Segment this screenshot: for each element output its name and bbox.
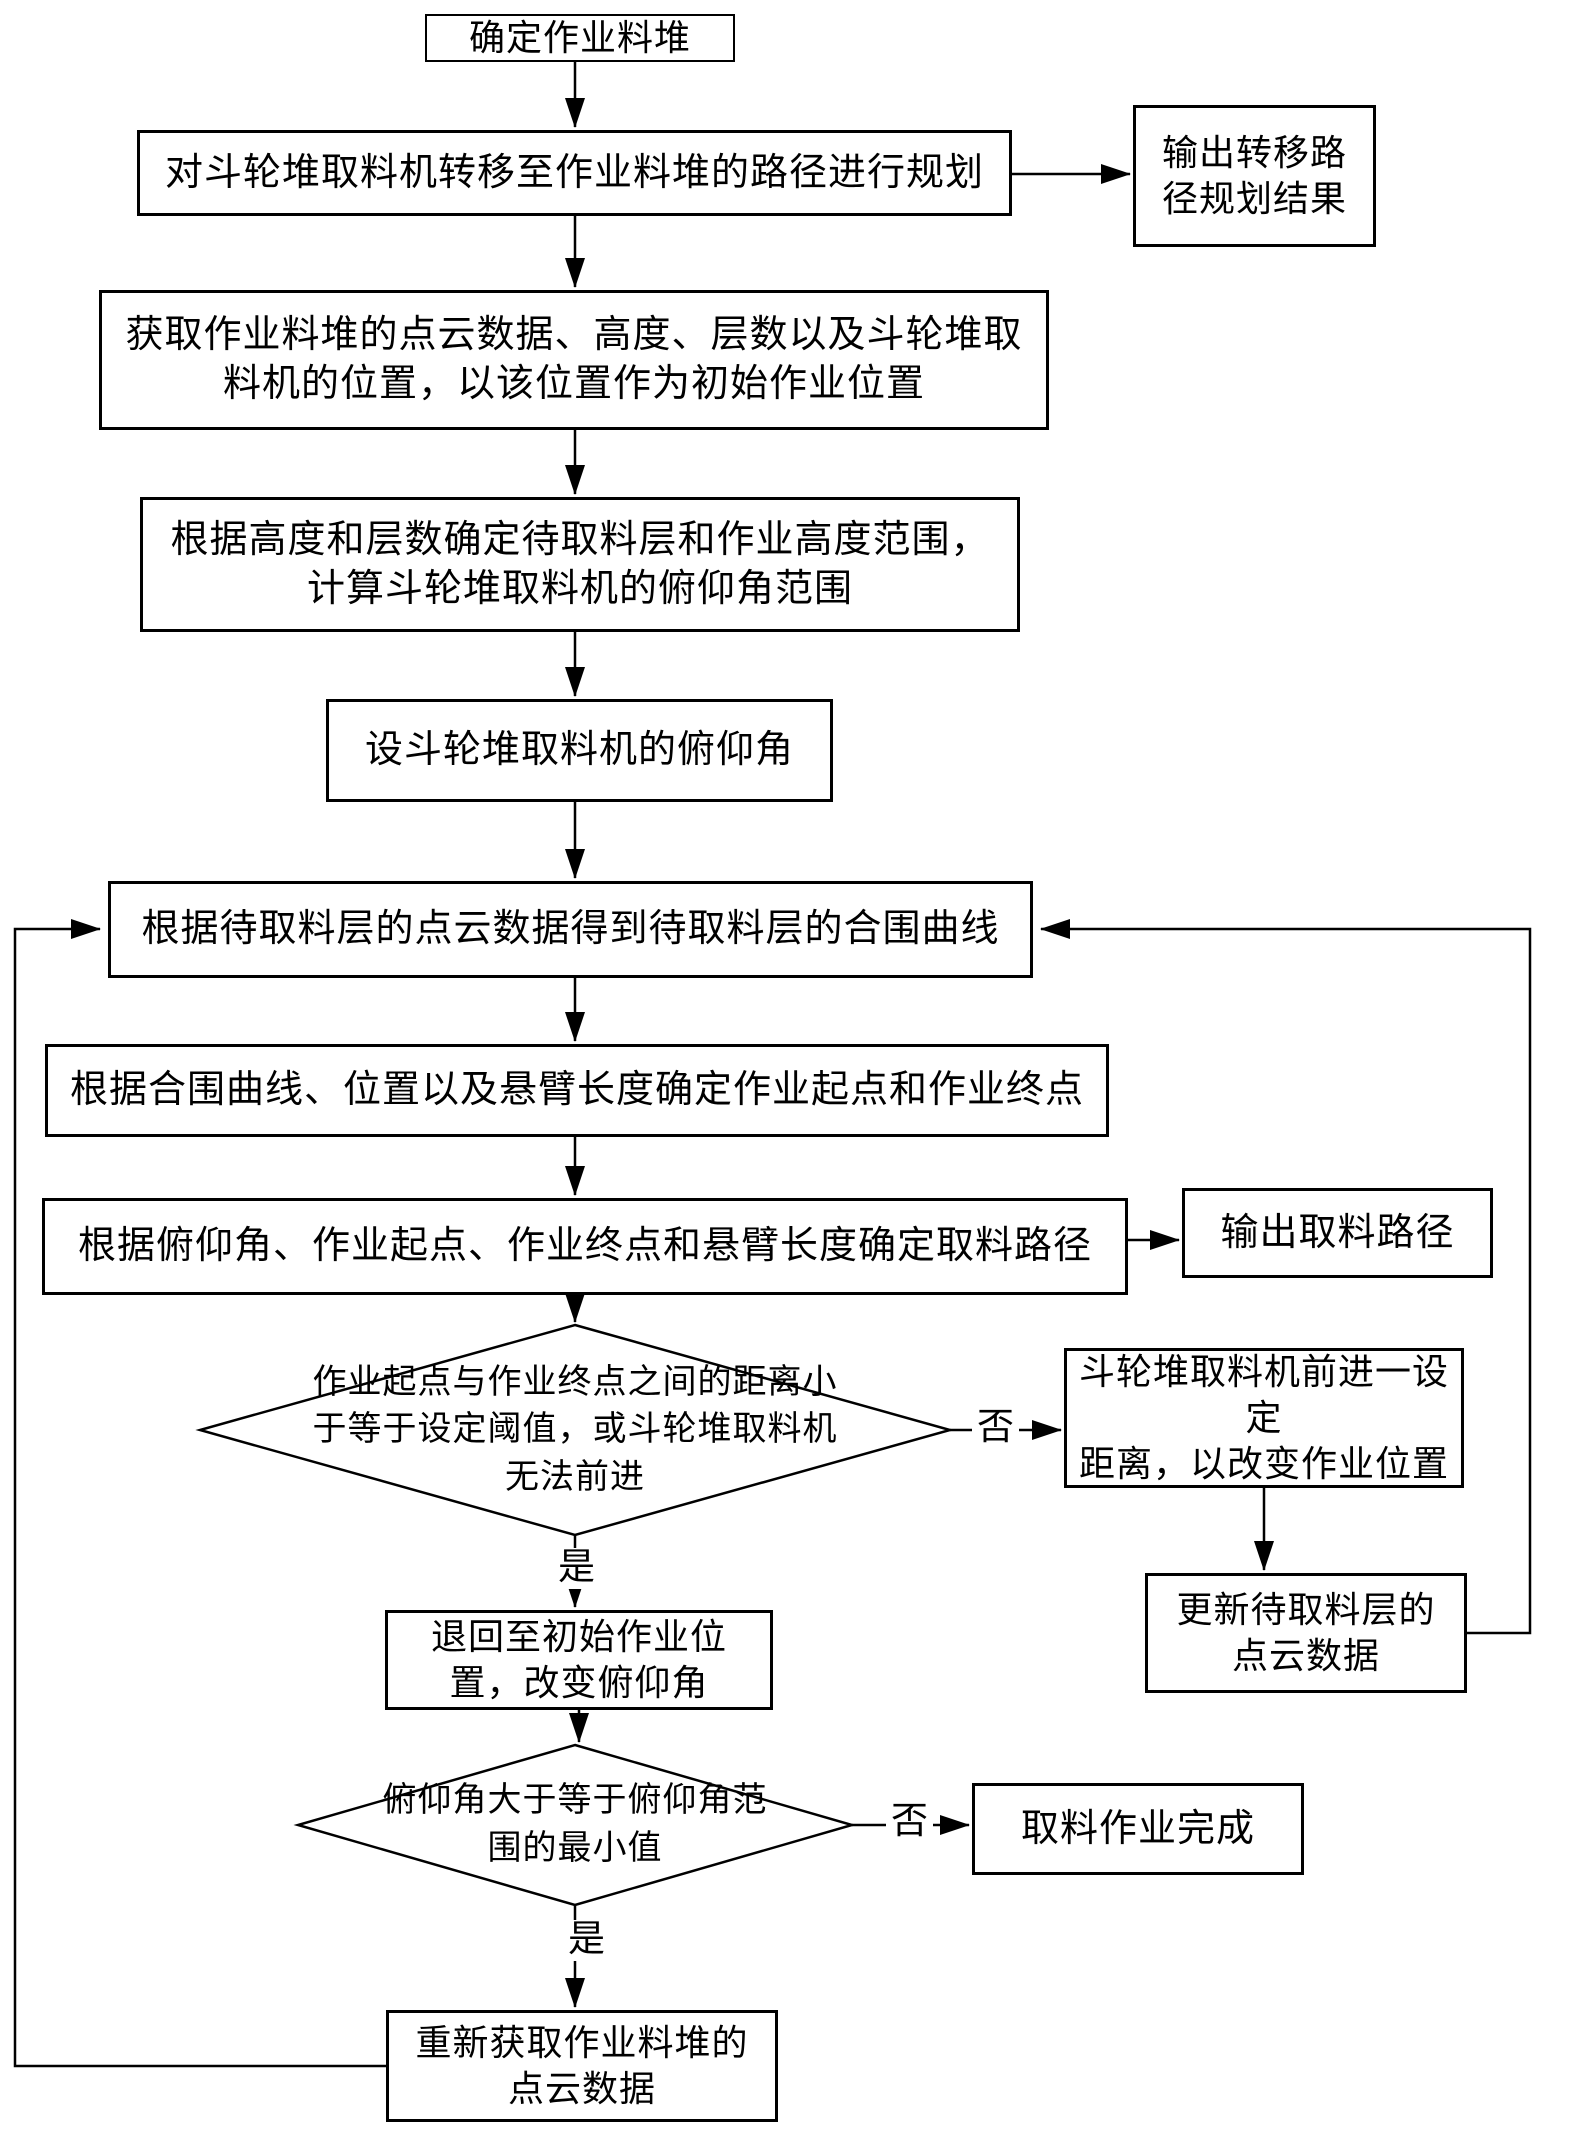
edge-k-loop-to-f xyxy=(1040,919,1532,1635)
decision-pitch-angle-min-label: 俯仰角大于等于俯仰角范 围的最小值 xyxy=(382,1782,768,1867)
node-return-initial-position: 退回至初始作业位 置，改变俯仰角 xyxy=(385,1610,773,1710)
node-reacquire-point-cloud: 重新获取作业料堆的 点云数据 xyxy=(386,2010,778,2122)
node-advance-set-distance: 斗轮堆取料机前进一设定 距离，以改变作业位置 xyxy=(1064,1348,1464,1488)
node-set-pitch-angle: 设斗轮堆取料机的俯仰角 xyxy=(326,699,833,802)
node-reclaim-complete: 取料作业完成 xyxy=(972,1783,1304,1875)
node-update-point-cloud: 更新待取料层的 点云数据 xyxy=(1145,1573,1467,1693)
decision-distance-threshold-label: 作业起点与作业终点之间的距离小 于等于设定阈值，或斗轮堆取料机 无法前进 xyxy=(312,1363,838,1496)
label-yes-1: 是 xyxy=(553,1547,600,1589)
label-no-1: 否 xyxy=(972,1407,1019,1449)
node-enclosing-curve: 根据待取料层的点云数据得到待取料层的合围曲线 xyxy=(108,881,1033,978)
node-confirm-pile: 确定作业料堆 xyxy=(425,14,735,62)
label-yes-2: 是 xyxy=(563,1919,610,1961)
decision-pitch-angle-min-shape xyxy=(293,1743,857,1907)
node-output-transfer-path-result: 输出转移路 径规划结果 xyxy=(1133,105,1376,247)
node-determine-reclaim-path: 根据俯仰角、作业起点、作业终点和悬臂长度确定取料路径 xyxy=(42,1198,1128,1295)
label-no-2: 否 xyxy=(886,1801,933,1843)
edge-n-loop-to-f xyxy=(13,919,386,2068)
node-determine-start-end-points: 根据合围曲线、位置以及悬臂长度确定作业起点和作业终点 xyxy=(45,1044,1109,1137)
node-acquire-pile-data: 获取作业料堆的点云数据、高度、层数以及斗轮堆取 料机的位置，以该位置作为初始作业… xyxy=(99,290,1049,430)
node-determine-layer-and-range: 根据高度和层数确定待取料层和作业高度范围， 计算斗轮堆取料机的俯仰角范围 xyxy=(140,497,1020,632)
node-plan-transfer-path: 对斗轮堆取料机转移至作业料堆的路径进行规划 xyxy=(137,130,1012,216)
node-output-reclaim-path: 输出取料路径 xyxy=(1182,1188,1493,1278)
decision-distance-threshold-shape xyxy=(195,1323,955,1537)
